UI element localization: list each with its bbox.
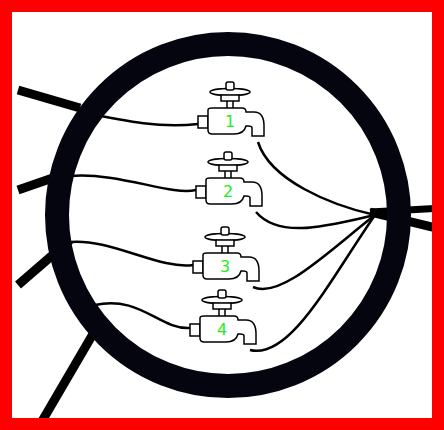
frame: [6, 6, 438, 424]
callout-number: 3: [220, 258, 230, 276]
ring: [57, 44, 399, 386]
callout-number: 2: [223, 183, 233, 201]
callout-number: 4: [217, 321, 227, 339]
callout-number: 1: [225, 113, 235, 131]
